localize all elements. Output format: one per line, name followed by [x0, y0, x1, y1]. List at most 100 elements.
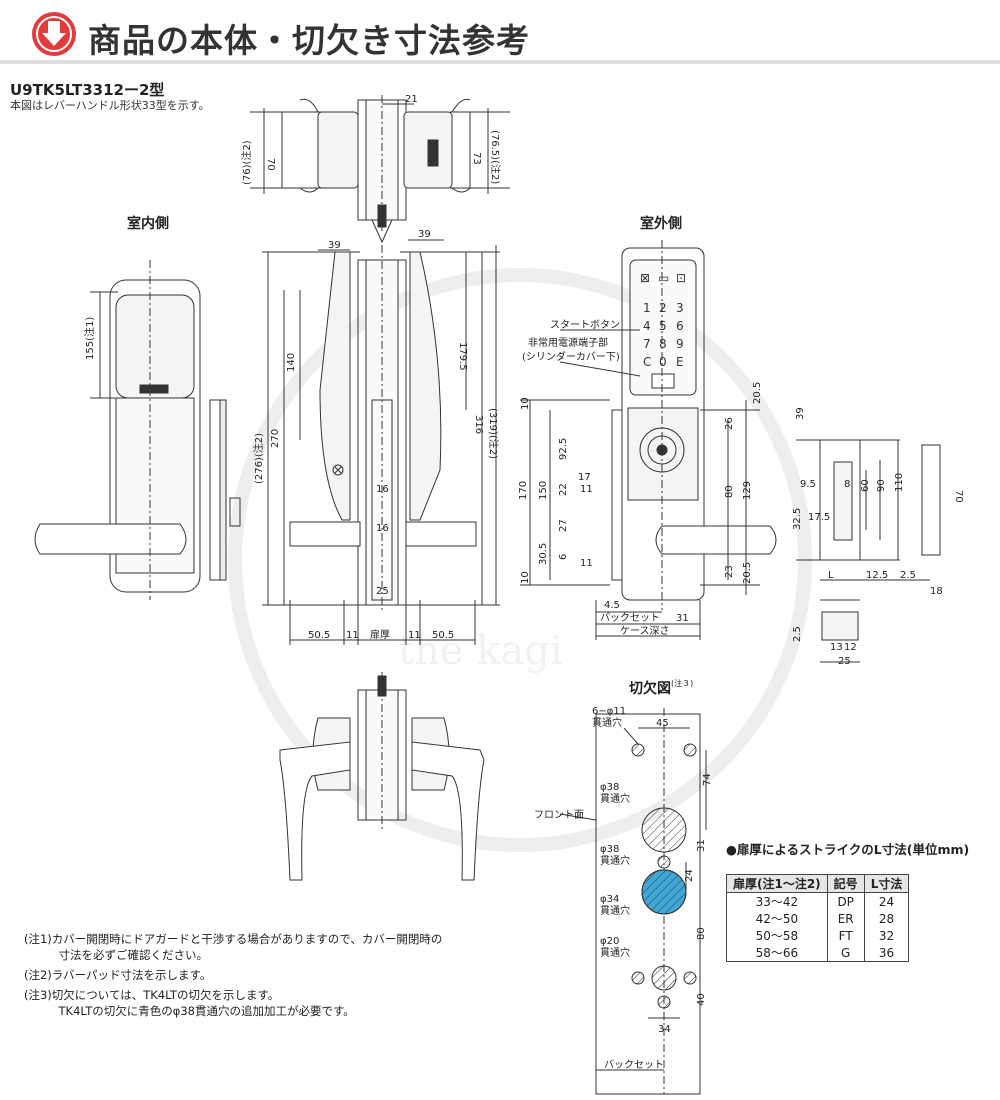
indoor-view	[34, 260, 241, 600]
dim-strike-125: 12.5	[866, 570, 888, 581]
hole-34-through: 貫通穴	[600, 904, 630, 917]
dim-side-39a: 39	[328, 240, 341, 251]
cutout-label: 切欠図(注３)	[629, 678, 693, 698]
door-thickness-label: 扉厚	[370, 628, 390, 641]
dim-top-765: (76.5)(注2)	[489, 130, 502, 184]
cell: DP	[826, 892, 865, 910]
dim-strike-175: 17.5	[808, 512, 830, 523]
dim-strike-25b: 2.5	[792, 626, 803, 642]
dim-cut-74: 74	[702, 773, 713, 786]
dim-out-17: 17	[578, 472, 591, 483]
cell: 58〜66	[726, 944, 828, 962]
dim-out-6: 6	[558, 554, 569, 560]
keypad-key-e: E	[676, 355, 684, 369]
side-section-view	[262, 239, 500, 645]
note-1: (注1)カバー開閉時にドアガードと干渉する場合がありますので、カバー開閉時の	[24, 932, 443, 946]
cell: 36	[863, 944, 910, 962]
dim-cut-34: 34	[658, 1024, 671, 1035]
front-face-label: フロント面	[534, 810, 584, 821]
cell: 28	[863, 910, 910, 927]
power-terminal-sub-callout: (シリンダーカバー下)	[522, 350, 620, 363]
dim-strike-90: 90	[876, 479, 887, 492]
note-1-cont: 寸法を必ずご確認ください。	[24, 948, 208, 962]
page-title: 商品の本体・切欠き寸法参考	[88, 21, 530, 60]
bottom-section-view	[279, 672, 485, 881]
dim-out-305: 30.5	[538, 543, 549, 565]
hole-11-through: 貫通穴	[592, 716, 622, 729]
keypad-icon-lock: ⊠	[640, 271, 650, 285]
dim-strike-110: 110	[894, 473, 905, 492]
dim-out-150: 150	[538, 481, 549, 500]
dim-strike-L: L	[828, 570, 834, 581]
dim-strike-12: 12	[844, 642, 857, 653]
keypad-icon-battery: ▭	[658, 271, 669, 285]
dim-strike-18: 18	[930, 586, 943, 597]
outdoor-view	[520, 240, 777, 640]
dim-out-39: 39	[795, 407, 806, 420]
hole-20	[651, 965, 677, 991]
cell: G	[826, 944, 865, 962]
keypad-icon-unlock: ⊡	[676, 271, 686, 285]
hole-38a-through: 貫通穴	[600, 792, 630, 805]
col-door-thickness: 扉厚(注1〜注2)	[726, 874, 828, 893]
note-3: (注3)切欠については、TK4LTの切欠を示します。	[24, 988, 280, 1002]
note-2: (注2)ラバーパッド寸法を示します。	[24, 968, 212, 982]
keypad-key-5: 5	[659, 319, 667, 333]
dim-strike-95: 9.5	[800, 479, 816, 490]
indoor-label: 室内側	[127, 216, 169, 232]
dim-out-205b: 20.5	[742, 562, 753, 584]
keypad: ⊠ ▭ ⊡ 1 2 3 4 5 6 7 8 9 C 0 E	[640, 271, 686, 369]
strike-table-header: 扉厚(注1〜注2) 記号 L寸法	[726, 874, 910, 893]
keypad-key-2: 2	[659, 301, 667, 315]
dim-out-11a: 11	[580, 484, 593, 495]
hole-38b-label: φ38	[600, 844, 619, 855]
dim-out-925: 92.5	[558, 438, 569, 460]
dim-side-1795: 179.5	[457, 342, 468, 371]
header-divider	[0, 60, 1000, 64]
model-note: 本図はレバーハンドル形状33型を示す。	[10, 99, 210, 112]
page-header: 商品の本体・切欠き寸法参考	[0, 0, 1000, 68]
top-view	[250, 95, 510, 244]
dim-strike-13: 13	[830, 642, 843, 653]
cell: 50〜58	[726, 927, 828, 944]
keypad-key-6: 6	[676, 319, 684, 333]
dim-out-22: 22	[558, 483, 569, 496]
dim-side-319: (319)(注2)	[487, 408, 500, 459]
hole-20-label: φ20	[600, 936, 619, 947]
dim-cut-45: 45	[656, 718, 669, 729]
dim-side-276: (276)(注2)	[252, 433, 265, 484]
dim-side-11b: 11	[408, 630, 421, 641]
footnotes: (注1)カバー開閉時にドアガードと干渉する場合がありますので、カバー開閉時の 寸…	[24, 931, 442, 1019]
keypad-key-8: 8	[659, 337, 667, 351]
dim-strike-60: 60	[860, 479, 871, 492]
cutout-drawing	[559, 708, 707, 1095]
dim-side-505a: 50.5	[308, 630, 330, 641]
keypad-key-c: C	[643, 355, 651, 369]
hole-34-label: φ34	[600, 894, 619, 905]
cell: FT	[826, 927, 865, 944]
dim-out-31: 31	[676, 613, 689, 624]
model-name: U9TK5LT3312ー2型	[10, 81, 165, 99]
dim-side-11a: 11	[346, 630, 359, 641]
dim-out-10a: 10	[520, 397, 531, 410]
strike-table-title: ●扉厚によるストライクのL寸法(単位mm)	[726, 842, 970, 857]
dim-cut-40: 40	[696, 993, 707, 1006]
keypad-key-3: 3	[676, 301, 684, 315]
keypad-key-1: 1	[643, 301, 651, 315]
dim-out-45: 4.5	[604, 600, 620, 611]
dim-out-27: 27	[558, 519, 569, 532]
cell: 42〜50	[726, 910, 828, 927]
dim-out-205a: 20.5	[752, 382, 763, 404]
dim-side-505b: 50.5	[432, 630, 454, 641]
cutout-title: 切欠図	[629, 681, 671, 697]
watermark: the kagi	[398, 628, 563, 674]
col-code: 記号	[826, 874, 865, 893]
keypad-key-9: 9	[676, 337, 684, 351]
dim-out-80: 80	[724, 485, 735, 498]
cell: 24	[863, 892, 910, 910]
